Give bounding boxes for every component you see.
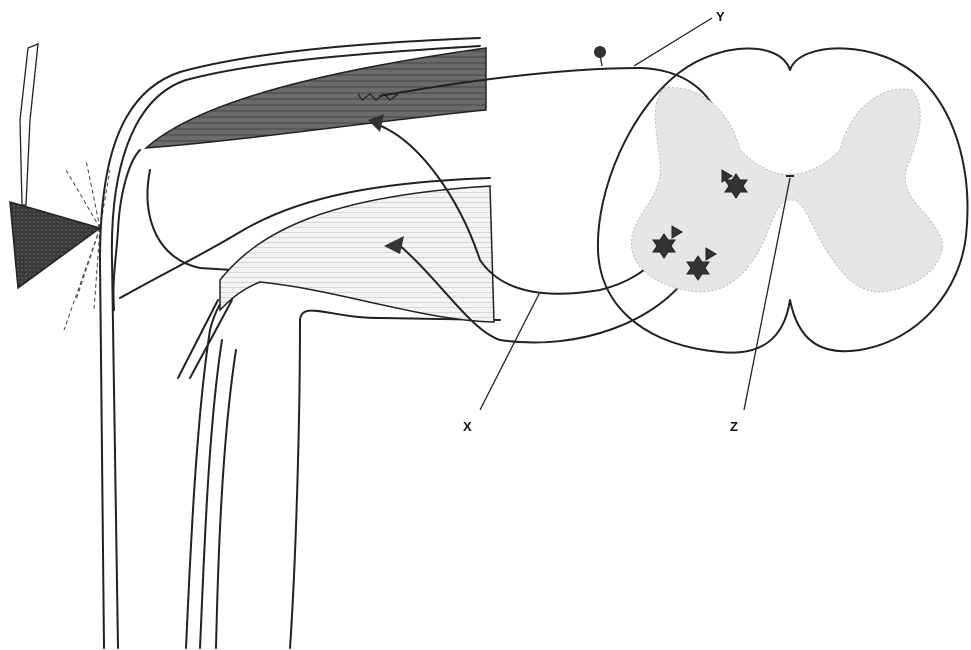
quadriceps-muscle bbox=[146, 48, 486, 148]
label-z: Z bbox=[730, 419, 738, 434]
reflex-hammer bbox=[10, 44, 110, 330]
hammer-handle bbox=[20, 44, 38, 205]
label-y: Y bbox=[716, 9, 725, 24]
femur-condyle bbox=[147, 170, 232, 270]
label-x: X bbox=[463, 419, 472, 434]
hammer-head bbox=[10, 202, 100, 288]
dorsal-root-ganglion bbox=[594, 46, 606, 58]
spinal-cord bbox=[598, 48, 968, 352]
grey-matter bbox=[631, 88, 942, 292]
